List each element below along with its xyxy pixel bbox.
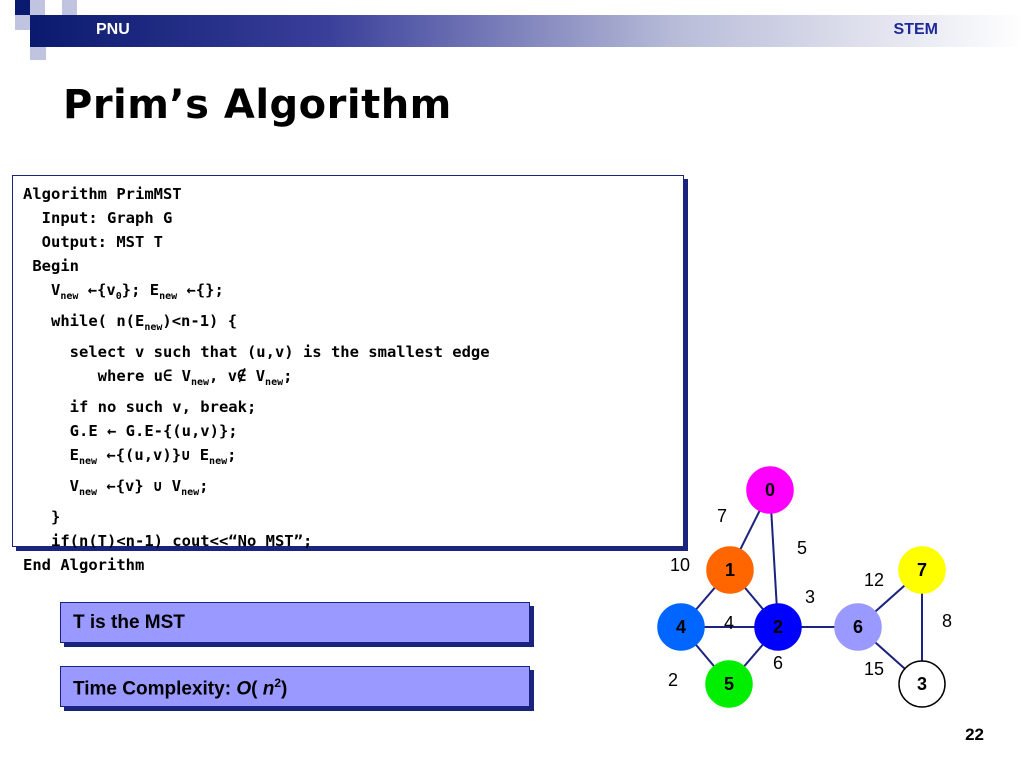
graph-node [754, 603, 802, 651]
code-line: Algorithm PrimMST [23, 185, 182, 203]
graph-edge [728, 626, 779, 685]
code-text: , v∉ V [209, 367, 266, 386]
code-text: ; [283, 367, 293, 386]
complexity-paren: ) [281, 678, 288, 700]
code-line: G.E ← G.E-{(u,v)}; [23, 422, 238, 441]
code-line: Begin [23, 257, 79, 275]
graph-node-label: 3 [917, 674, 927, 694]
graph-node [898, 660, 946, 708]
corner-square [30, 45, 46, 60]
graph-node-label: 7 [917, 560, 927, 580]
edge-weight-label: 3 [805, 587, 815, 607]
corner-square [62, 0, 77, 15]
graph-node-label: 0 [765, 480, 775, 500]
edge-weight-label: 4 [724, 613, 734, 633]
graph-edge [680, 569, 731, 628]
code-text: where u∈ V [23, 367, 191, 386]
code-text: ←{v [78, 281, 116, 299]
corner-square [15, 0, 30, 15]
graph-node-label: 4 [676, 617, 686, 637]
graph-node-label: 2 [773, 617, 783, 637]
slide-title: Prim’s Algorithm [63, 82, 452, 128]
graph-edge [857, 569, 923, 628]
code-line: Vnew ←{v0}; Enew ←{}; [23, 281, 224, 303]
code-subscript: new [159, 291, 178, 303]
code-line: where u∈ Vnew, v∉ Vnew; [23, 367, 293, 389]
code-line: End Algorithm [23, 556, 145, 575]
code-line: if no such v, break; [23, 398, 257, 417]
edge-weight-label: 8 [942, 611, 952, 631]
code-line: while( n(Enew)<n-1) { [23, 312, 238, 334]
graph-node [746, 466, 794, 514]
edge-weight-label: 12 [864, 570, 884, 590]
code-line: if(n(T)<n-1) cout<<“No MST”; [23, 532, 313, 551]
edge-weight-label: 5 [797, 538, 807, 558]
edge-weight-label: 10 [670, 555, 690, 575]
graph-node [705, 660, 753, 708]
page-number: 22 [965, 725, 984, 744]
graph-node-label: 5 [724, 674, 734, 694]
code-line: Enew ←{(u,v)}∪ Enew; [23, 446, 237, 468]
code-subscript: new [265, 377, 284, 389]
graph-node [657, 603, 705, 651]
graph-edge [729, 569, 779, 628]
code-text: while( n(E [23, 312, 145, 331]
corner-square [30, 0, 45, 15]
complexity-paren: ( [251, 678, 263, 700]
code-line: Vnew ←{v} ∪ Vnew; [23, 477, 209, 499]
corner-square [15, 15, 30, 30]
code-line: } [23, 508, 61, 527]
complexity-prefix: Time Complexity: [73, 678, 237, 700]
code-text: V [23, 281, 61, 299]
code-line: select v such that (u,v) is the smallest… [23, 343, 490, 362]
complexity-label: Time Complexity: O( n2) [73, 676, 287, 700]
code-text: ←{}; [177, 281, 224, 299]
code-text: V [23, 477, 79, 496]
header-left-label: PNU [96, 21, 130, 38]
graph-edge [729, 489, 771, 571]
code-subscript: new [209, 456, 228, 468]
code-text: )<n-1) { [162, 312, 238, 331]
graph-node [834, 603, 882, 651]
edge-weight-label: 15 [864, 659, 884, 679]
header-bar [30, 15, 1024, 47]
header-right-label: STEM [893, 21, 938, 38]
graph-node [898, 546, 946, 594]
complexity-o: O [236, 678, 252, 700]
complexity-box: Time Complexity: O( n2) [60, 666, 530, 707]
code-text: ←{(u,v)}∪ E [97, 446, 210, 465]
complexity-exponent: 2 [274, 676, 281, 690]
code-text: ; [227, 446, 237, 465]
code-text: ; [199, 477, 209, 496]
code-line: Output: MST T [23, 233, 163, 251]
code-subscript: 0 [115, 291, 122, 303]
algorithm-box: Algorithm PrimMST Input: Graph G Output:… [12, 175, 684, 574]
code-text: }; E [121, 281, 160, 299]
edge-weight-label: 7 [717, 506, 727, 526]
edge-weight-label: 6 [773, 653, 783, 673]
graph-edge [857, 626, 923, 685]
code-subscript: new [144, 322, 163, 334]
graph-edge [769, 489, 779, 628]
code-subscript: new [181, 487, 200, 499]
code-text: ←{v} ∪ V [97, 477, 182, 496]
mst-label-box: T is the MST [60, 602, 530, 643]
mst-label: T is the MST [73, 612, 185, 633]
code-line: Input: Graph G [23, 209, 173, 227]
code-subscript: new [79, 456, 98, 468]
graph-node-label: 6 [853, 617, 863, 637]
graph-node-label: 1 [725, 560, 735, 580]
algorithm-code: Algorithm PrimMST Input: Graph G Output:… [23, 182, 490, 577]
graph-node [706, 546, 754, 594]
complexity-n: n [262, 678, 275, 700]
code-subscript: new [60, 291, 79, 303]
code-subscript: new [190, 377, 210, 389]
code-text: E [23, 446, 79, 465]
edge-weight-label: 2 [668, 670, 678, 690]
graph-edge [680, 626, 730, 685]
code-subscript: new [79, 487, 98, 499]
